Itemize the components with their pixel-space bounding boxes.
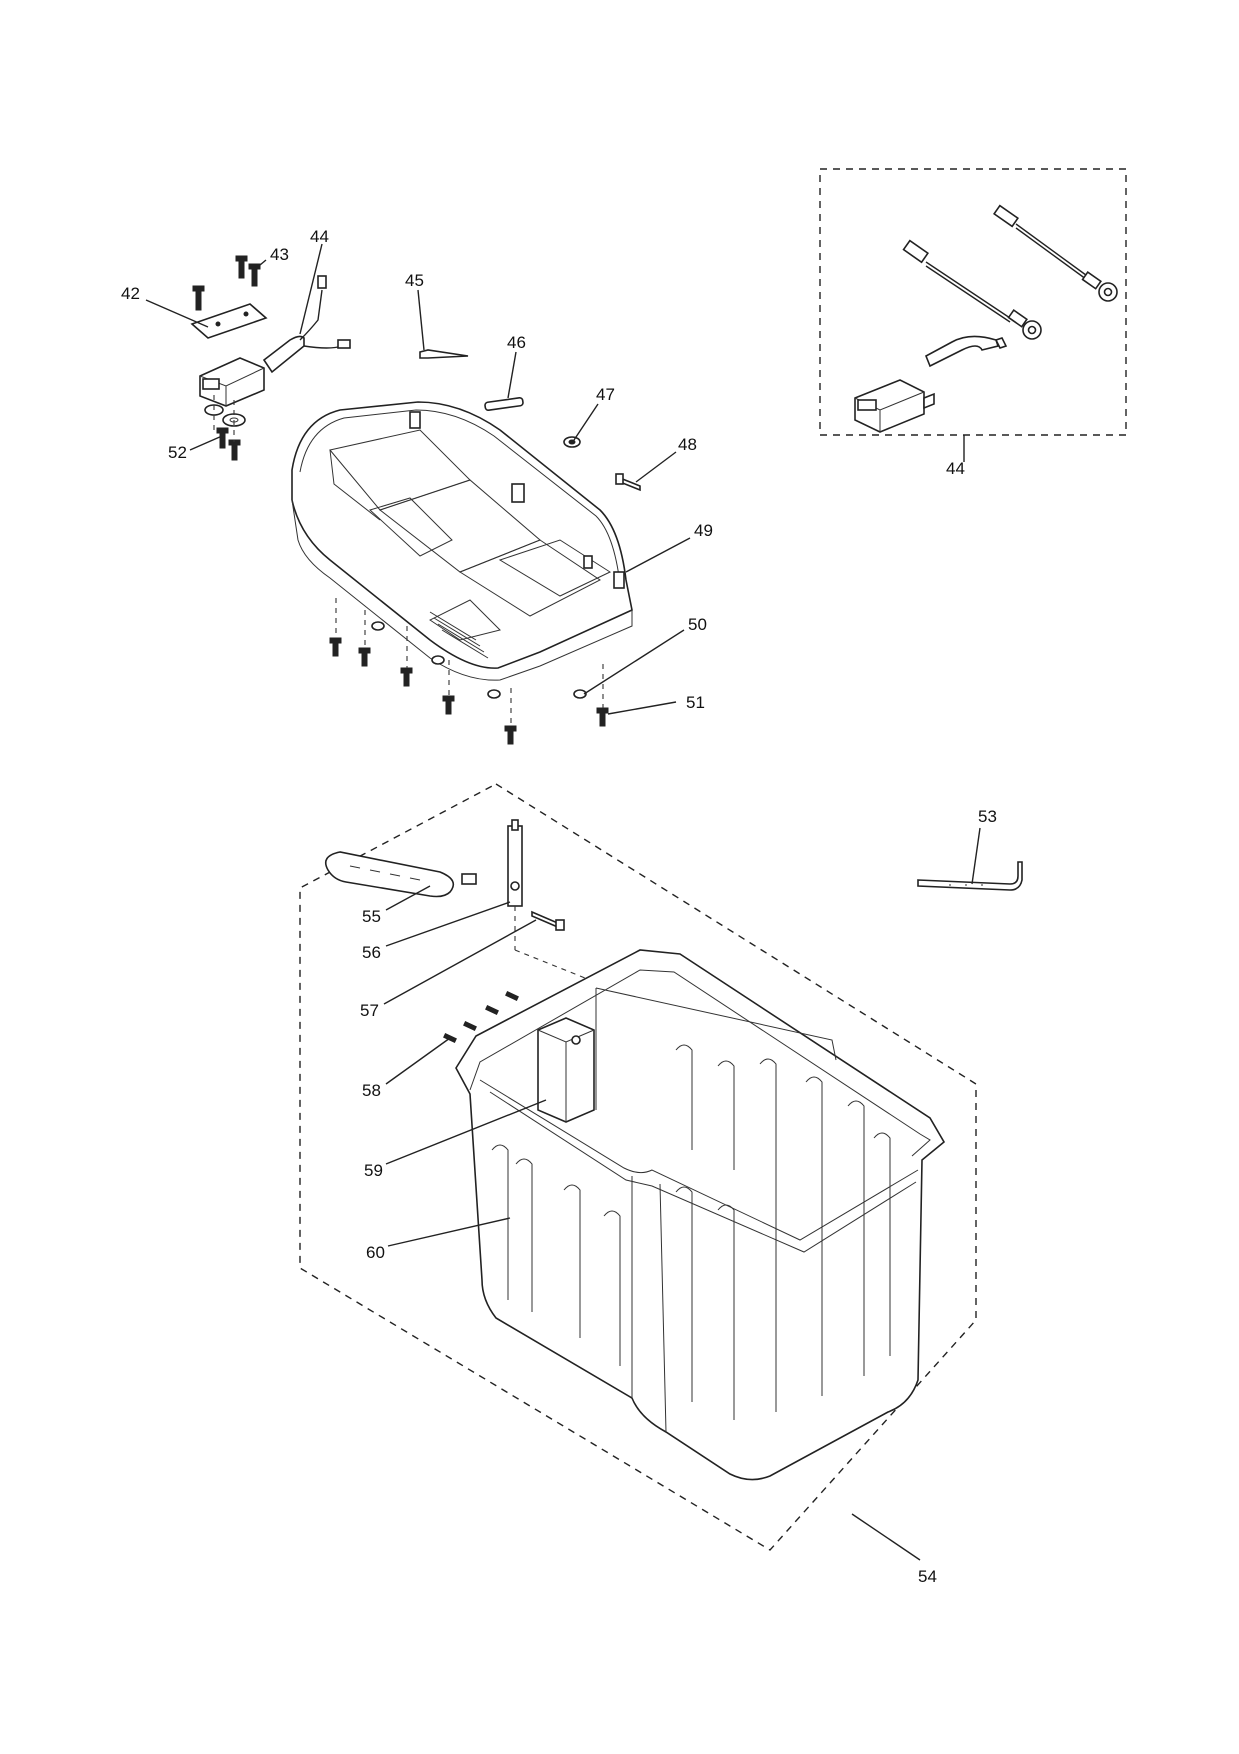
callout-labels: 42 43 44 44 45 46 47 48 49 50 51 52 53 5…	[121, 227, 997, 1586]
bracket-part	[917, 861, 1023, 891]
collection-bin-group	[299, 783, 977, 1551]
switch-assembly-parts	[190, 255, 351, 461]
callout-45: 45	[405, 271, 424, 290]
callout-57: 57	[360, 1001, 379, 1020]
callout-50: 50	[688, 615, 707, 634]
callout-48: 48	[678, 435, 697, 454]
callout-58: 58	[362, 1081, 381, 1100]
callout-46: 46	[507, 333, 526, 352]
callout-54: 54	[918, 1567, 937, 1586]
upper-housing	[291, 401, 633, 681]
callout-51: 51	[686, 693, 705, 712]
callout-44-main: 44	[310, 227, 329, 246]
callout-52: 52	[168, 443, 187, 462]
callout-53: 53	[978, 807, 997, 826]
callout-55: 55	[362, 907, 381, 926]
leader-lines	[145, 243, 981, 1561]
callout-60: 60	[366, 1243, 385, 1262]
callout-49: 49	[694, 521, 713, 540]
callout-44-kit: 44	[946, 459, 965, 478]
callout-43: 43	[270, 245, 289, 264]
callout-56: 56	[362, 943, 381, 962]
wiring-kit-group	[819, 168, 1127, 462]
callout-47: 47	[596, 385, 615, 404]
callout-59: 59	[364, 1161, 383, 1180]
fastener-parts	[329, 349, 641, 745]
callout-42: 42	[121, 284, 140, 303]
